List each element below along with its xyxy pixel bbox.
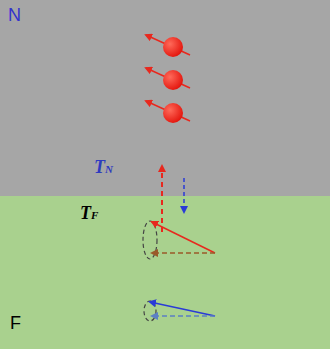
normal-metal-ground (0, 0, 330, 196)
spin-electrons (146, 35, 190, 123)
equilibrium-arrow (152, 315, 215, 317)
ferromagnet-ground (0, 196, 330, 349)
spin-current-up (161, 166, 163, 232)
temperature-label: TN (94, 158, 113, 178)
magnetization-arrow (150, 302, 215, 316)
equilibrium-arrow (152, 252, 215, 254)
material-layer: N TN (0, 0, 330, 196)
magnetization-arrow (152, 222, 215, 253)
precession-cone (144, 301, 156, 321)
region-label: N (8, 6, 21, 26)
temperature-label: TF (80, 204, 98, 224)
region-label: F (10, 314, 21, 334)
material-layer: F TF (0, 196, 330, 349)
spin-current-down (183, 178, 185, 212)
